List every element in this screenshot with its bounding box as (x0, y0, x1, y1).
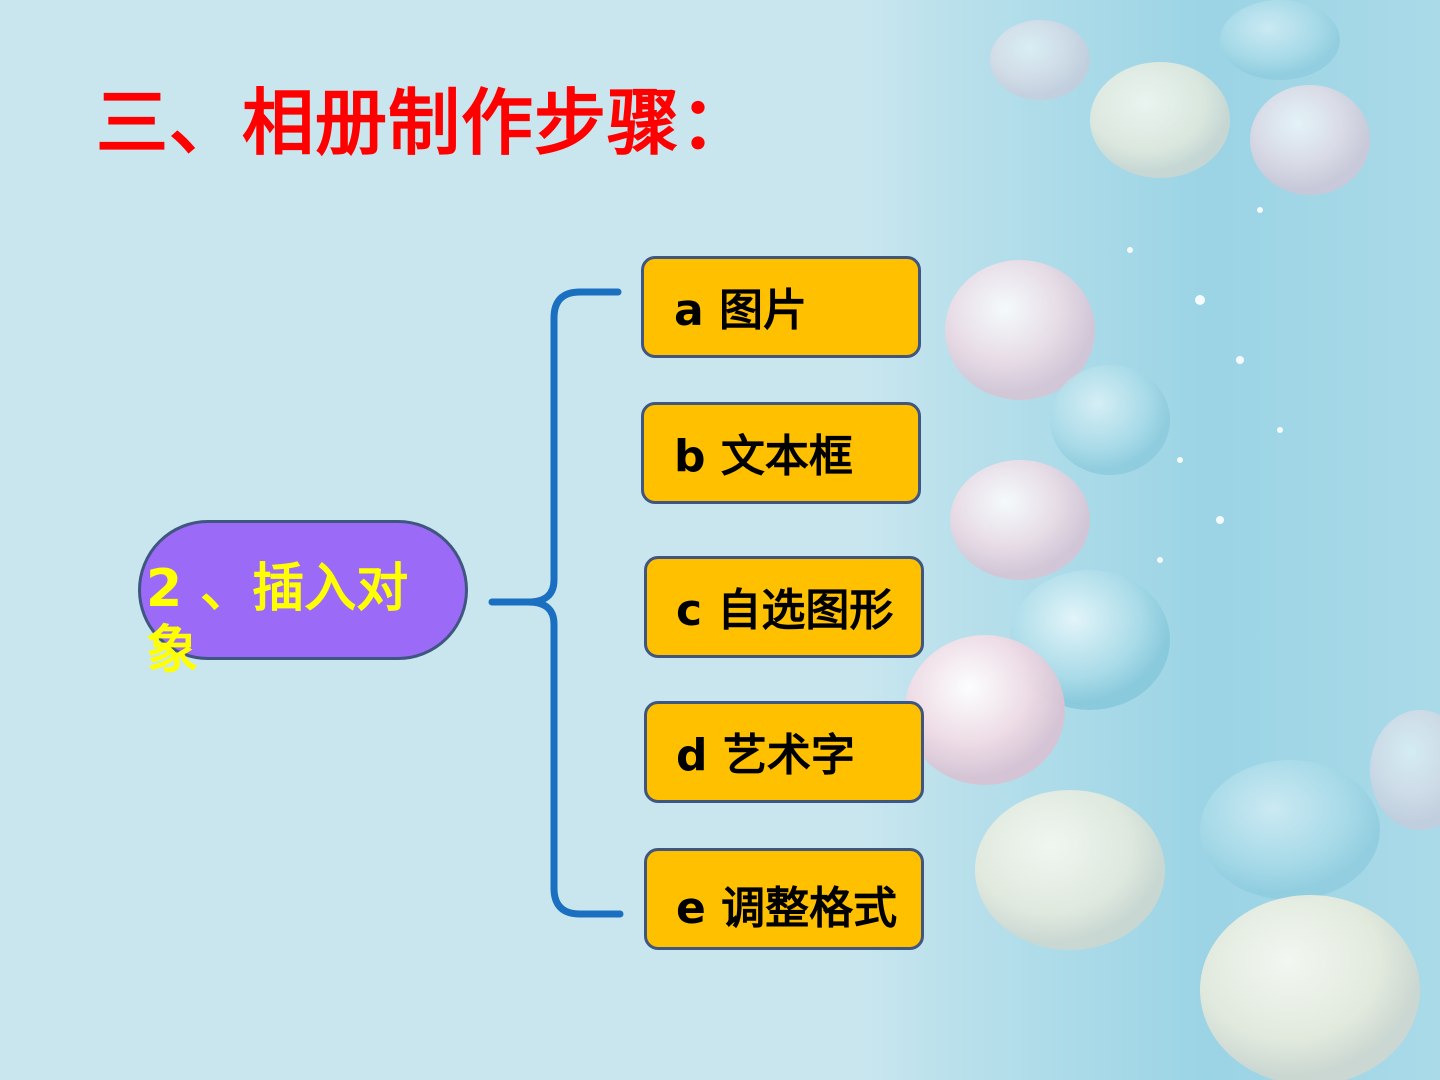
slide-title: 三、相册制作步骤： (96, 81, 754, 165)
item-box-picture (641, 256, 921, 358)
item-label-picture: a 图片 (674, 285, 808, 336)
item-label-textbox: b 文本框 (674, 431, 853, 482)
main-node-label: 2 、插入对象 (146, 559, 409, 681)
item-label-autoshape: c 自选图形 (676, 585, 894, 636)
decorative-pebbles-image (905, 0, 1440, 1080)
main-node (138, 520, 468, 660)
item-label-wordart: d 艺术字 (676, 730, 855, 781)
item-box-format (644, 848, 924, 950)
item-box-textbox (641, 402, 921, 504)
item-box-autoshape (644, 556, 924, 658)
item-box-wordart (644, 701, 924, 803)
item-label-format: e 调整格式 (676, 883, 898, 934)
brace-connector (488, 288, 624, 918)
